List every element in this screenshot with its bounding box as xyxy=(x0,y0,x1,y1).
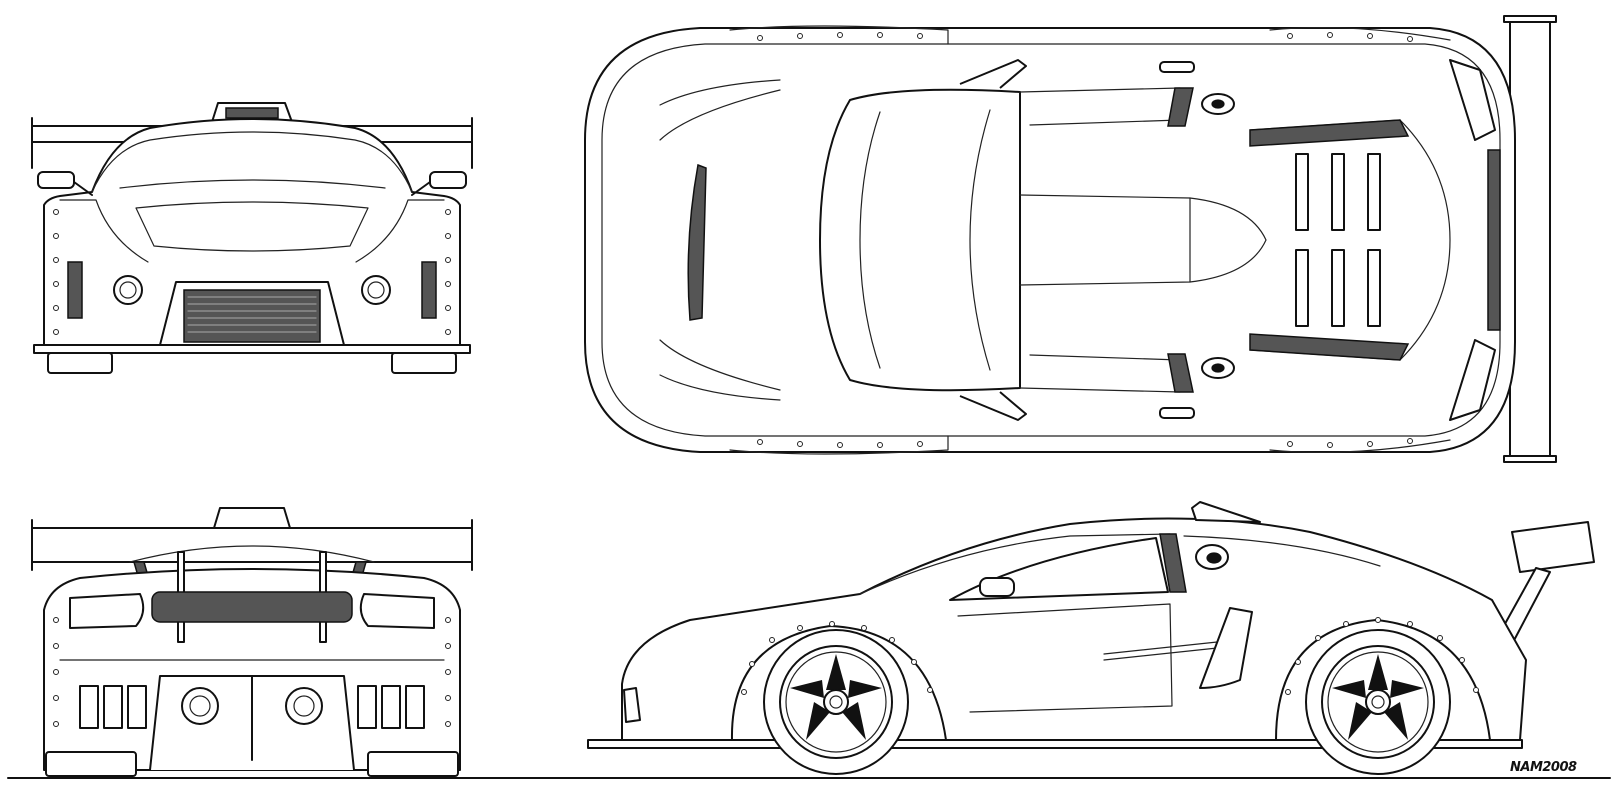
rear-left-light xyxy=(69,593,145,629)
top-rear-shade-left xyxy=(1249,119,1410,147)
front-right-light xyxy=(361,275,391,305)
top-rear-vent xyxy=(1487,149,1501,331)
front-view xyxy=(31,102,473,374)
front-left-vent xyxy=(67,261,83,319)
side-front-wheel xyxy=(763,629,909,775)
top-mirror-left xyxy=(959,59,1027,89)
top-pillar-left xyxy=(1167,87,1194,127)
rear-right-exhaust xyxy=(285,687,323,725)
top-engine-louvres xyxy=(1295,153,1381,327)
rear-view-wing xyxy=(31,527,473,563)
side-b-pillar xyxy=(1159,533,1187,593)
rear-left-exhaust xyxy=(181,687,219,725)
side-splitter xyxy=(587,739,1523,749)
artist-signature: NAM2008 xyxy=(1510,760,1577,775)
front-splitter xyxy=(33,344,471,354)
rear-right-light xyxy=(359,593,435,629)
front-right-mirror xyxy=(429,171,467,189)
front-grille xyxy=(183,289,321,343)
rear-roof-scoop xyxy=(213,507,291,529)
top-view xyxy=(584,15,1557,463)
side-mirror xyxy=(979,577,1015,597)
rear-body xyxy=(43,568,461,771)
top-pillar-right xyxy=(1167,353,1194,393)
front-left-tire xyxy=(47,352,113,374)
side-view xyxy=(587,501,1595,775)
front-left-mirror xyxy=(37,171,75,189)
rear-left-tire xyxy=(45,751,137,777)
rear-center-panel xyxy=(151,591,353,623)
top-mirror-right xyxy=(959,391,1027,421)
front-right-vent xyxy=(421,261,437,319)
side-rear-wheel xyxy=(1305,629,1451,775)
front-left-light xyxy=(113,275,143,305)
front-right-tire xyxy=(391,352,457,374)
top-front-intake-left xyxy=(687,163,707,321)
top-windshield xyxy=(819,88,1021,392)
front-body xyxy=(43,118,461,346)
rear-right-tire xyxy=(367,751,459,777)
rear-view xyxy=(31,507,473,777)
side-view-wing xyxy=(1511,521,1595,573)
